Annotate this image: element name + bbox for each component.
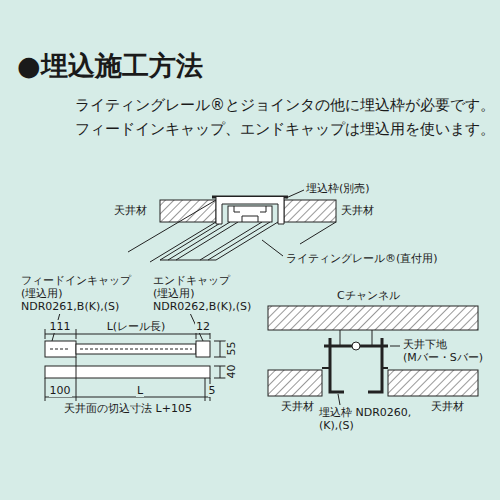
part-label: 埋込枠(別売) <box>305 182 371 195</box>
part-label: フィードインキャップ、エンドキャップは埋込用を使います。 <box>74 120 496 138</box>
dimension-label: 100 <box>49 384 72 397</box>
dimension-label: L(レール長) <box>106 320 167 333</box>
part-label: エンドキャップ (埋込用) NDR0262,B(K),(S) <box>152 274 266 314</box>
part-label: 天井材 <box>280 400 315 413</box>
part-label: ライティングレール®(直付用) <box>285 252 439 265</box>
part-label: 天井下地 (Mバー・Sバー) <box>402 338 494 364</box>
dimension-label: 111 <box>49 320 72 333</box>
dimension-label: 12 <box>195 320 211 333</box>
part-label: 天井材 <box>430 400 465 413</box>
part-label: 天井材 <box>340 204 375 217</box>
page-title: ●埋込施工方法 <box>16 50 204 82</box>
dimension-drawing <box>45 313 226 401</box>
dimension-label: 5 <box>208 384 217 397</box>
dimension-label: 55 <box>225 341 238 357</box>
part-label: Cチャンネル <box>336 289 401 302</box>
dimension-label: L <box>136 384 144 397</box>
part-label: ライティングレール®とジョインタの他に埋込枠が必要です。 <box>74 96 496 114</box>
part-label: フィードインキャップ (埋込用) NDR0261,B(K),(S) <box>20 274 144 314</box>
part-label: 天井材 <box>113 204 148 217</box>
dimension-label: 40 <box>225 364 238 380</box>
part-label: 天井面の切込寸法 L+105 <box>63 402 193 415</box>
part-label: 埋込枠 NDR0260,(K),(S) <box>318 406 420 432</box>
